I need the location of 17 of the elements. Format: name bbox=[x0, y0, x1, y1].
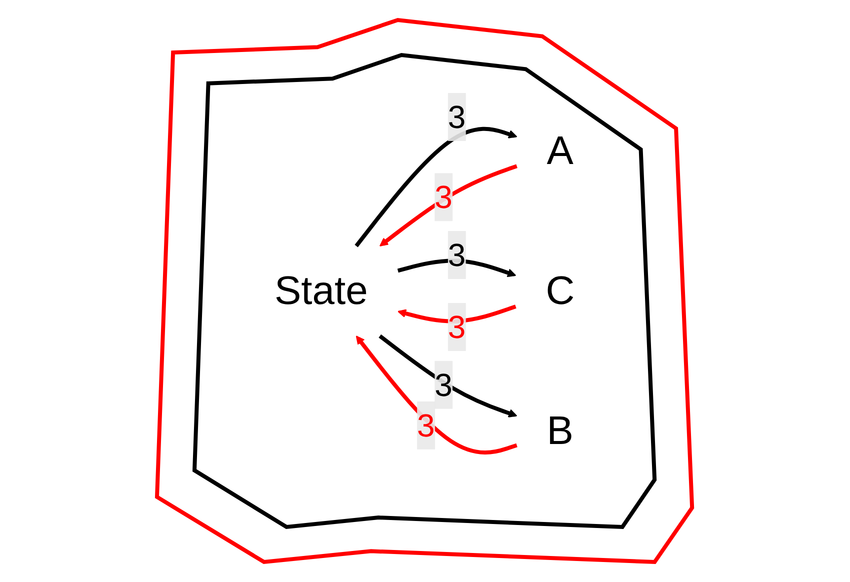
node-text: State bbox=[274, 269, 368, 313]
edge-label: 3 bbox=[435, 179, 453, 216]
cluster bbox=[155, 18, 695, 564]
edge-label: 3 bbox=[448, 99, 466, 135]
edge-label: 3 bbox=[435, 366, 453, 403]
arrow bbox=[356, 336, 518, 454]
edge-label: 3 bbox=[448, 309, 466, 345]
arrow bbox=[380, 164, 518, 246]
arrow bbox=[355, 126, 518, 248]
node-text: B bbox=[547, 409, 574, 453]
node-text: C bbox=[546, 269, 576, 313]
arrow bbox=[398, 258, 517, 278]
cluster bbox=[192, 52, 658, 530]
arrow bbox=[379, 334, 518, 418]
node-text: A bbox=[547, 129, 574, 173]
edge-label: 3 bbox=[418, 407, 436, 444]
edge-label: 3 bbox=[448, 237, 466, 273]
